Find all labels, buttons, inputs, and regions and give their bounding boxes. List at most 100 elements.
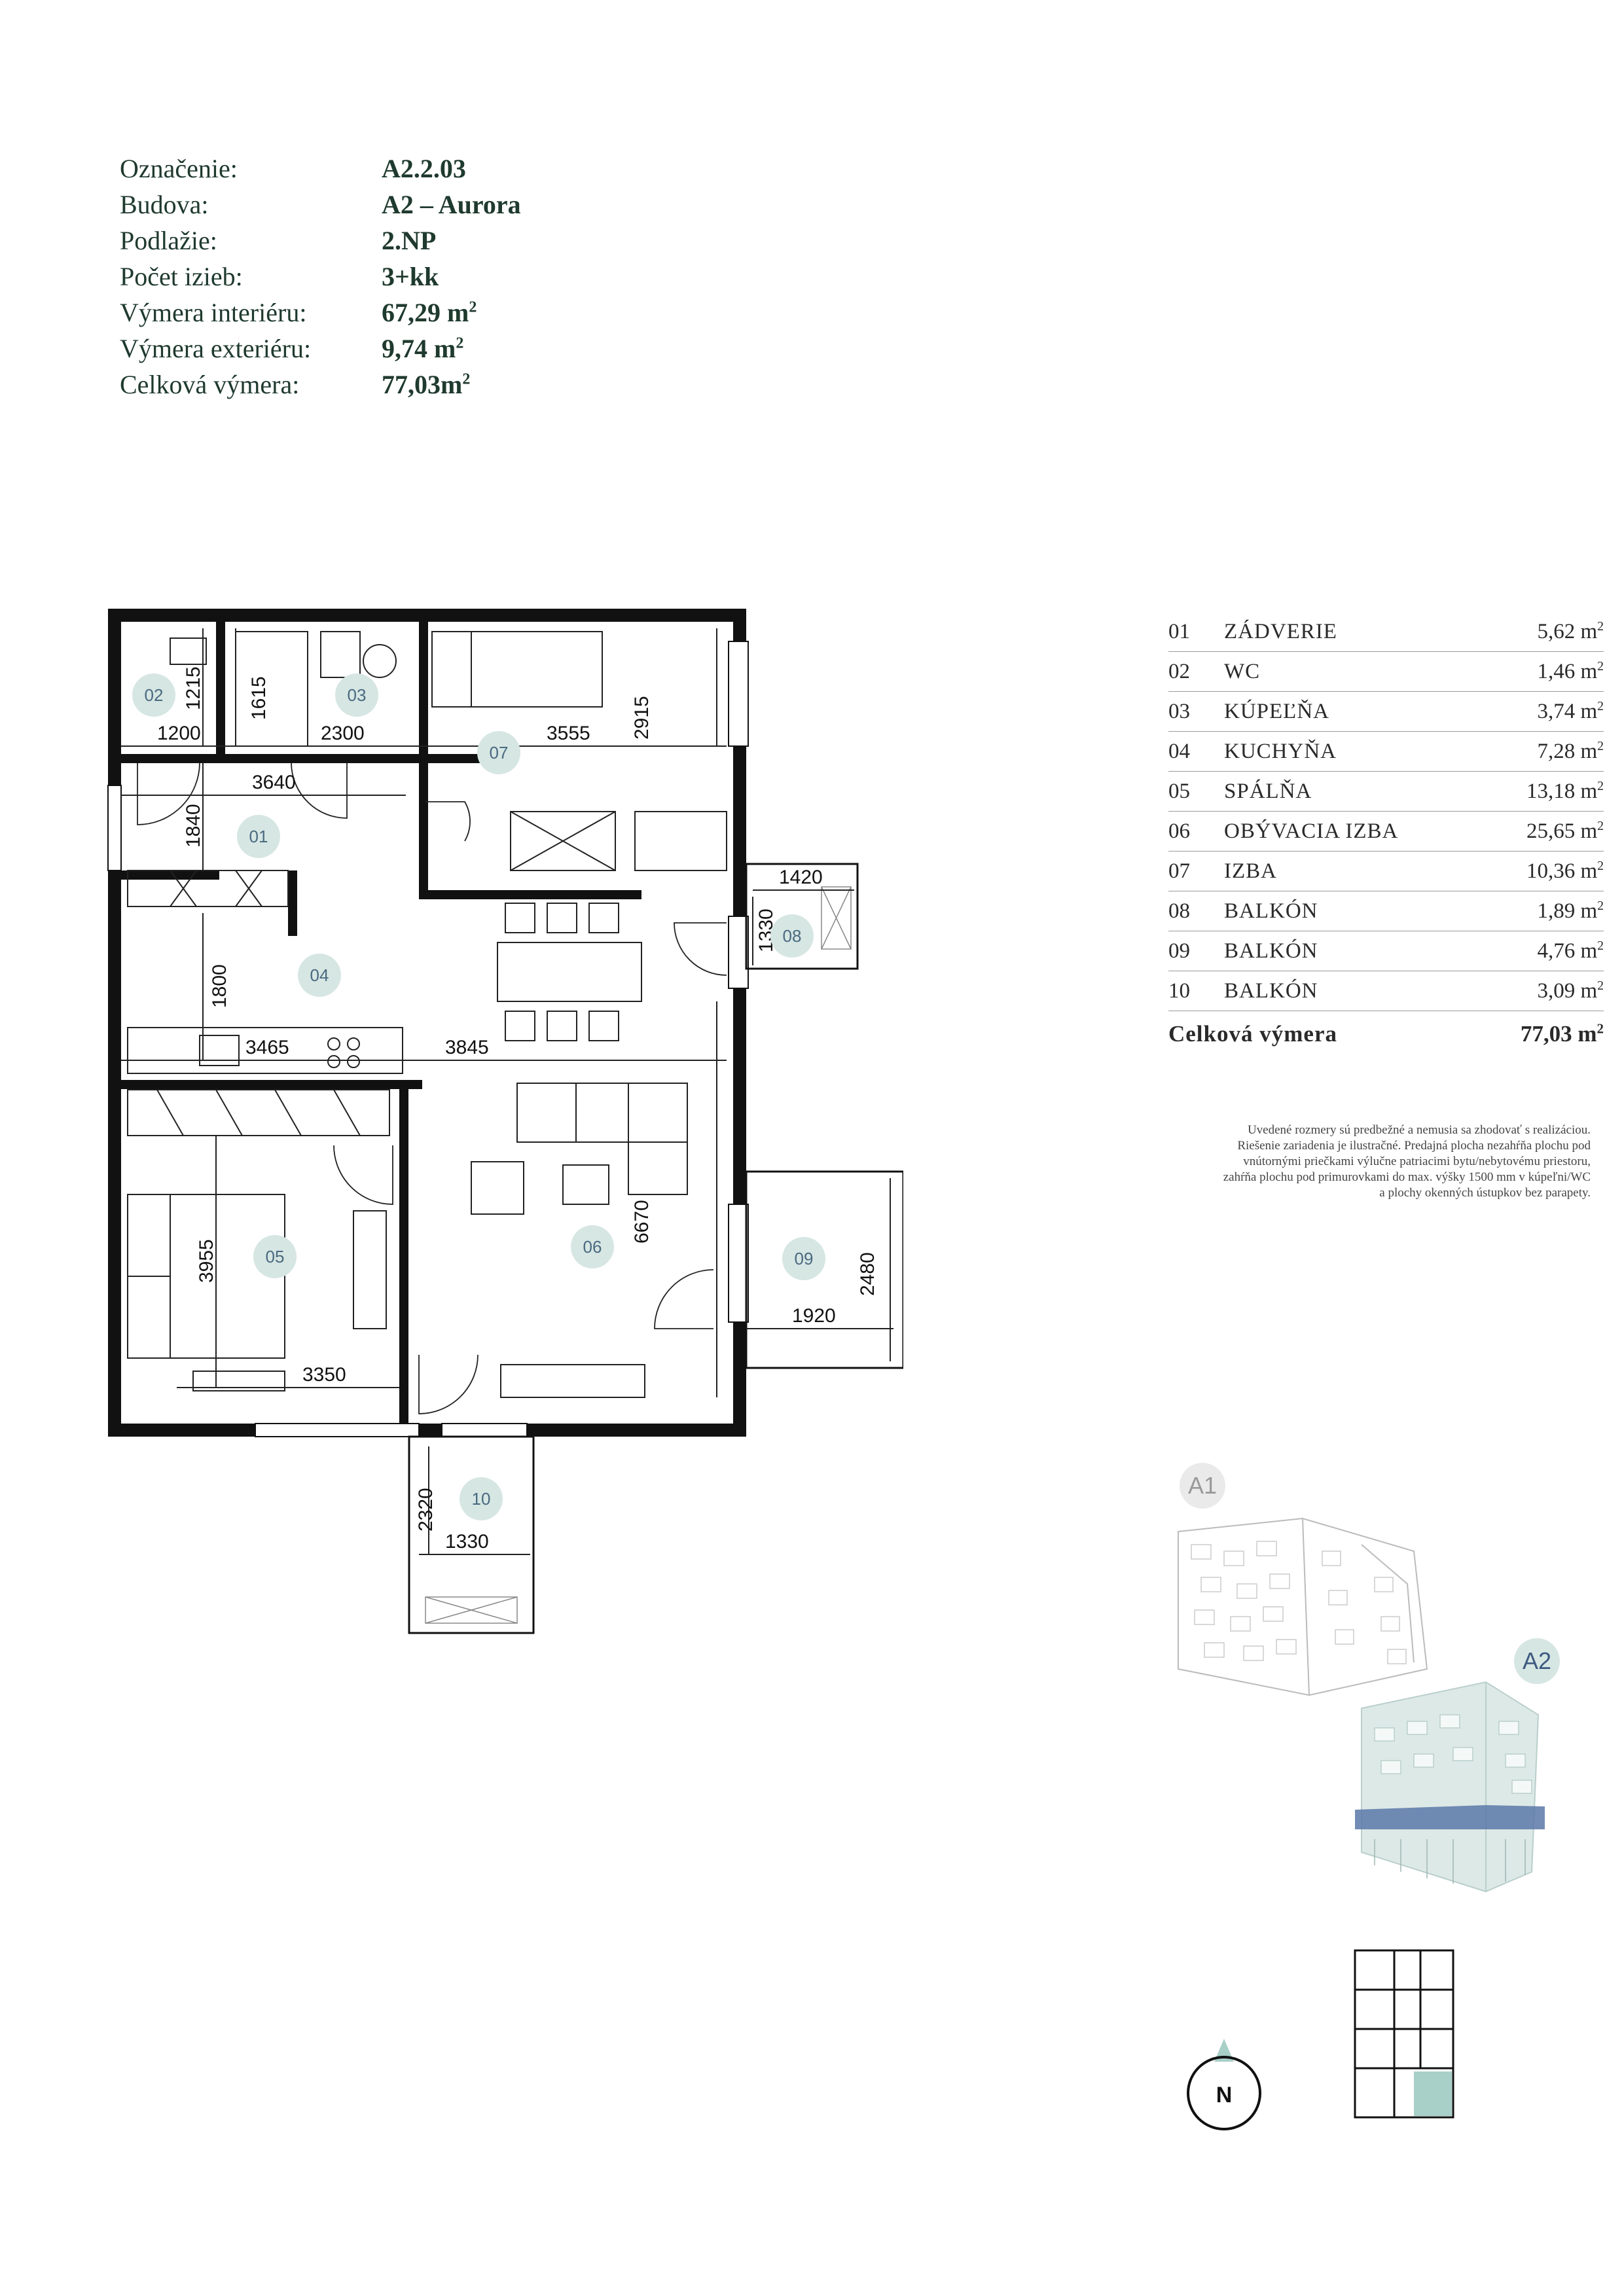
dim-3350: 3350 — [302, 1364, 346, 1386]
room-area-value: 4,76 m — [1537, 939, 1598, 963]
room-area: 1,89 m2 — [1537, 899, 1604, 924]
room-number: 04 — [1168, 739, 1190, 763]
info-value-text: 3+kk — [382, 262, 439, 291]
room-area: 13,18 m2 — [1526, 780, 1604, 804]
unit-exponent: 2 — [1597, 778, 1604, 793]
note-line: a plochy okenných ústupkov bez parapety. — [1379, 1186, 1591, 1200]
room-name: SPÁLŇA — [1224, 779, 1312, 803]
unit-exponent: 2 — [462, 370, 471, 388]
room-area: 10,36 m2 — [1526, 859, 1604, 884]
unit-exponent: 2 — [1597, 738, 1604, 753]
info-row: Označenie:A2.2.03 — [120, 151, 521, 187]
building-a2[interactable]: A2 — [1355, 1638, 1560, 1893]
svg-text:02: 02 — [145, 685, 164, 705]
info-row: Celková výmera:77,03m2 — [120, 367, 521, 403]
unit-exponent: 2 — [1597, 978, 1604, 993]
room-bubble-01: 01 — [237, 815, 280, 858]
dim-3955: 3955 — [196, 1239, 217, 1283]
room-number: 10 — [1168, 978, 1190, 1003]
dim-3465: 3465 — [245, 1037, 289, 1058]
room-row: 02 WC 1,46 m2 — [1168, 652, 1604, 692]
room-row: 01 ZÁDVERIE 5,62 m2 — [1168, 612, 1604, 652]
room-name: BALKÓN — [1224, 978, 1318, 1003]
room-area: 4,76 m2 — [1537, 939, 1604, 963]
key-plan-highlight — [1414, 2072, 1452, 2116]
room-area-value: 10,36 m — [1526, 859, 1598, 883]
room-bubble-04: 04 — [298, 954, 341, 997]
info-label: Výmera exteriéru: — [120, 334, 312, 363]
info-label: Budova: — [120, 190, 209, 219]
svg-text:N: N — [1216, 2083, 1233, 2108]
dim-1920: 1920 — [792, 1305, 836, 1327]
room-number: 05 — [1168, 779, 1190, 803]
info-value-text: 77,03m — [382, 370, 463, 399]
info-value: A2.2.03 — [382, 151, 466, 187]
dim-1800: 1800 — [209, 964, 230, 1008]
svg-text:04: 04 — [310, 965, 329, 985]
room-area: 5,62 m2 — [1537, 620, 1604, 644]
unit-exponent: 2 — [1597, 698, 1604, 713]
room-number: 08 — [1168, 899, 1190, 923]
note-line: vnútornými priečkami výlučne patriacimi … — [1243, 1155, 1591, 1168]
room-number: 02 — [1168, 659, 1190, 683]
svg-text:A2: A2 — [1523, 1647, 1551, 1674]
total-label: Celková výmera — [1168, 1021, 1337, 1047]
room-name: ZÁDVERIE — [1224, 619, 1337, 643]
svg-text:01: 01 — [249, 827, 268, 846]
room-area: 7,28 m2 — [1537, 740, 1604, 764]
info-value-text: 9,74 m — [382, 334, 456, 363]
room-bubble-10: 10 — [460, 1477, 503, 1520]
room-number: 09 — [1168, 939, 1190, 963]
building-a1: A1 — [1178, 1463, 1428, 1696]
building-illustration: A1 A2 — [1178, 1463, 1560, 1893]
info-row: Výmera exteriéru: 9,74 m2 — [120, 331, 521, 367]
room-area-value: 3,09 m — [1537, 978, 1598, 1003]
unit-exponent: 2 — [456, 334, 464, 352]
dim-6670: 6670 — [631, 1200, 653, 1244]
dim-1330-b: 1330 — [445, 1531, 489, 1552]
room-name: WC — [1224, 659, 1261, 683]
info-value: A2 – Aurora — [382, 187, 521, 223]
room-bubble-08: 08 — [770, 914, 814, 958]
room-number: 06 — [1168, 819, 1190, 843]
room-bubble-09: 09 — [782, 1237, 825, 1280]
unit-exponent: 2 — [1597, 858, 1604, 873]
dim-1420: 1420 — [779, 867, 823, 888]
room-number: 01 — [1168, 619, 1190, 643]
total-area-value: 77,03 m — [1520, 1021, 1597, 1047]
dim-2300: 2300 — [321, 723, 365, 744]
note-line: Uvedené rozmery sú predbežné a nemusia s… — [1247, 1123, 1591, 1137]
info-value-text: 67,29 m — [382, 298, 469, 327]
unit-exponent: 2 — [1597, 898, 1604, 913]
svg-text:09: 09 — [795, 1249, 814, 1268]
info-value: 3+kk — [382, 259, 439, 295]
room-name: OBÝVACIA IZBA — [1224, 819, 1399, 843]
room-area: 1,46 m2 — [1537, 660, 1604, 684]
disclaimer-note: Uvedené rozmery sú predbežné a nemusia s… — [1152, 1122, 1591, 1201]
note-line: zahŕňa plochu pod primurovkami do max. v… — [1223, 1170, 1591, 1184]
room-bubble-05: 05 — [253, 1235, 297, 1278]
dimension-labels: 1200 1215 1615 2300 3555 2915 3640 1840 … — [157, 666, 878, 1552]
room-area-value: 5,62 m — [1537, 619, 1598, 643]
room-area-value: 1,89 m — [1537, 899, 1598, 923]
unit-exponent: 2 — [1597, 938, 1604, 953]
room-number: 07 — [1168, 859, 1190, 883]
svg-text:A1: A1 — [1188, 1472, 1217, 1499]
room-area: 3,74 m2 — [1537, 700, 1604, 724]
info-value-text: 2.NP — [382, 226, 437, 255]
unit-exponent: 2 — [469, 298, 477, 316]
dim-1840: 1840 — [183, 804, 204, 848]
room-area-value: 3,74 m — [1537, 699, 1598, 723]
svg-text:05: 05 — [266, 1247, 285, 1266]
info-label: Výmera interiéru: — [120, 298, 307, 327]
room-bubbles: 01 02 03 04 05 06 07 08 09 10 — [132, 673, 825, 1520]
total-area: 77,03 m2 — [1521, 1021, 1604, 1047]
info-row: Podlažie:2.NP — [120, 223, 521, 259]
room-area-value: 13,18 m — [1526, 779, 1598, 803]
